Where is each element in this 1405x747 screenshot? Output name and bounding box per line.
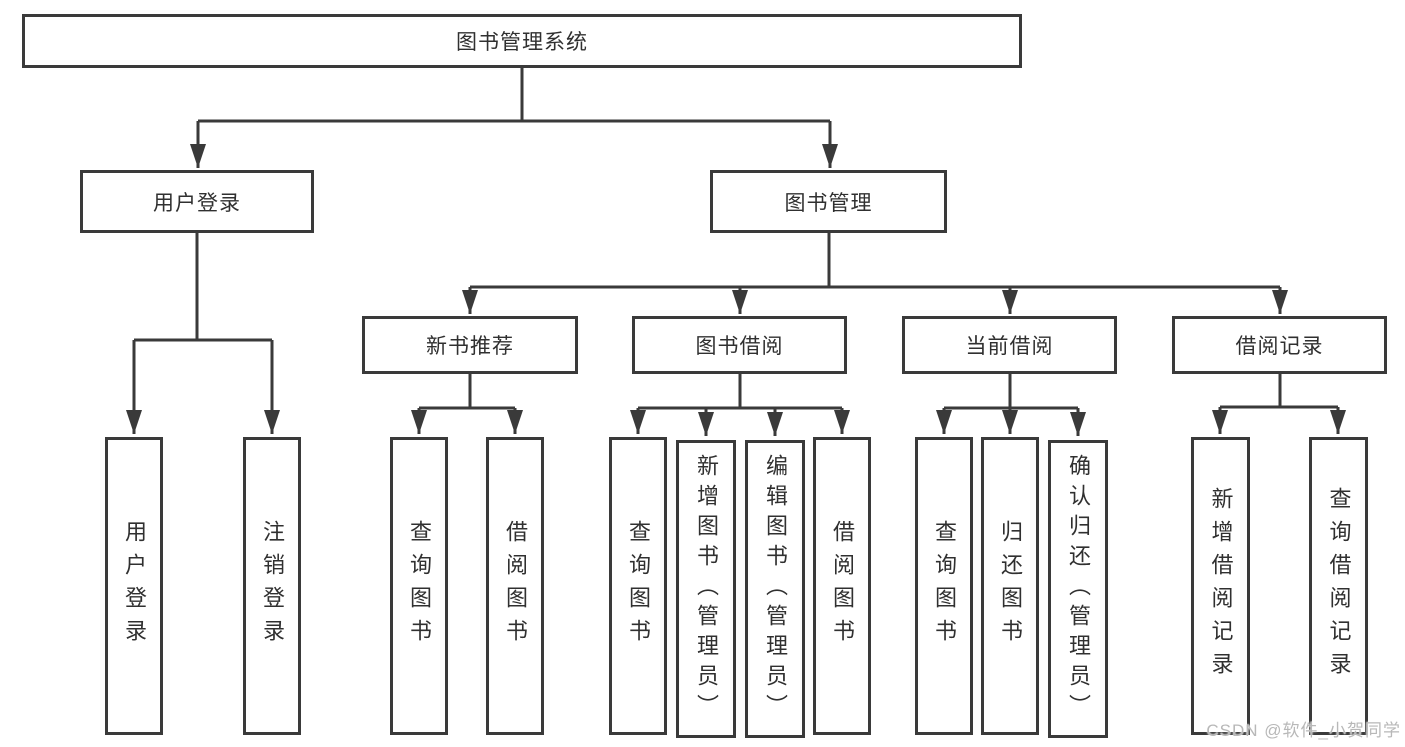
leaf-add-book-admin: 新增图书（管理员） [676, 440, 736, 738]
leaf-query-books-current-label: 查询图书 [932, 520, 957, 652]
leaf-edit-book-admin-label: 编辑图书（管理员） [763, 454, 788, 724]
leaf-logout: 注销登录 [243, 437, 301, 735]
leaf-query-books-borrow-label: 查询图书 [626, 520, 651, 652]
leaf-logout-label: 注销登录 [260, 520, 285, 652]
leaf-query-borrow-record: 查询借阅记录 [1309, 437, 1368, 735]
leaf-borrow-books-recommend-label: 借阅图书 [503, 520, 528, 652]
leaf-return-book: 归还图书 [981, 437, 1039, 735]
node-root-label: 图书管理系统 [456, 31, 588, 54]
node-borrow-records-label: 借阅记录 [1235, 335, 1324, 358]
leaf-borrow-books-recommend: 借阅图书 [486, 437, 544, 735]
leaf-borrow-books-label: 借阅图书 [830, 520, 855, 652]
leaf-query-books-current: 查询图书 [915, 437, 973, 735]
leaf-add-book-admin-label: 新增图书（管理员） [694, 454, 719, 724]
leaf-confirm-return-admin-label: 确认归还（管理员） [1066, 454, 1091, 724]
node-borrow-records: 借阅记录 [1172, 316, 1387, 374]
node-new-book-recommend: 新书推荐 [362, 316, 578, 374]
node-new-book-recommend-label: 新书推荐 [426, 335, 514, 358]
leaf-query-books-recommend-label: 查询图书 [407, 520, 432, 652]
watermark: CSDN @软件_小贺同学 [1206, 721, 1401, 740]
node-current-borrow-label: 当前借阅 [965, 335, 1054, 358]
leaf-query-books-borrow: 查询图书 [609, 437, 667, 735]
leaf-return-book-label: 归还图书 [998, 520, 1023, 652]
leaf-query-books-recommend: 查询图书 [390, 437, 448, 735]
node-book-borrow-label: 图书借阅 [695, 335, 784, 358]
node-current-borrow: 当前借阅 [902, 316, 1117, 374]
node-root: 图书管理系统 [22, 14, 1022, 68]
node-book-management: 图书管理 [710, 170, 947, 233]
leaf-add-borrow-record-label: 新增借阅记录 [1208, 487, 1234, 685]
node-user-login: 用户登录 [80, 170, 314, 233]
leaf-add-borrow-record: 新增借阅记录 [1191, 437, 1250, 735]
leaf-borrow-books: 借阅图书 [813, 437, 871, 735]
leaf-edit-book-admin: 编辑图书（管理员） [745, 440, 805, 738]
leaf-confirm-return-admin: 确认归还（管理员） [1048, 440, 1108, 738]
leaf-user-login-label: 用户登录 [122, 520, 147, 652]
node-book-management-label: 图书管理 [784, 191, 873, 215]
node-book-borrow: 图书借阅 [632, 316, 847, 374]
node-user-login-label: 用户登录 [153, 191, 241, 215]
leaf-user-login: 用户登录 [105, 437, 163, 735]
leaf-query-borrow-record-label: 查询借阅记录 [1326, 487, 1352, 685]
